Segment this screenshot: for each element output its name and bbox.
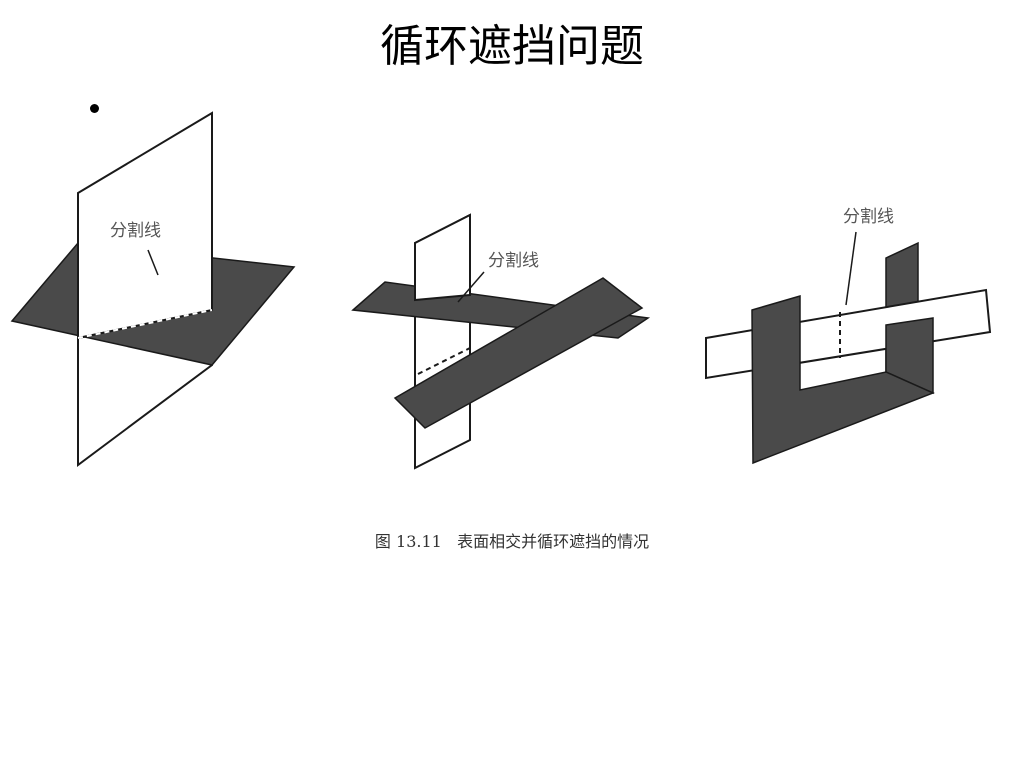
diagram-intersecting-planes: 分割线 (10, 111, 296, 467)
u-shape-front (751, 295, 935, 465)
split-line-label: 分割线 (843, 207, 894, 227)
figure-area: 分割线 分割线 分割线 (0, 100, 1024, 500)
split-line-label: 分割线 (488, 251, 539, 271)
slide-title: 循环遮挡问题 (380, 21, 644, 72)
diagram-crossing-strips: 分割线 (351, 213, 651, 470)
white-strip (705, 288, 992, 380)
vertical-strip-top-overlap (414, 213, 471, 302)
bullet-point (90, 104, 99, 113)
dark-strip-front (393, 277, 644, 429)
split-line-dashed (417, 347, 471, 375)
diagram-cyclic-overlap: 分割线 (705, 207, 992, 465)
label-leader-line (845, 231, 857, 306)
cyclic-overlap-diagram: 分割线 分割线 分割线 (10, 111, 992, 470)
label-leader-line (147, 249, 159, 276)
label-leader-line (457, 271, 485, 303)
split-line-label: 分割线 (110, 221, 161, 241)
split-line-dashed (77, 309, 213, 339)
figure-caption: 图 13.11 表面相交并循环遮挡的情况 (374, 532, 650, 551)
